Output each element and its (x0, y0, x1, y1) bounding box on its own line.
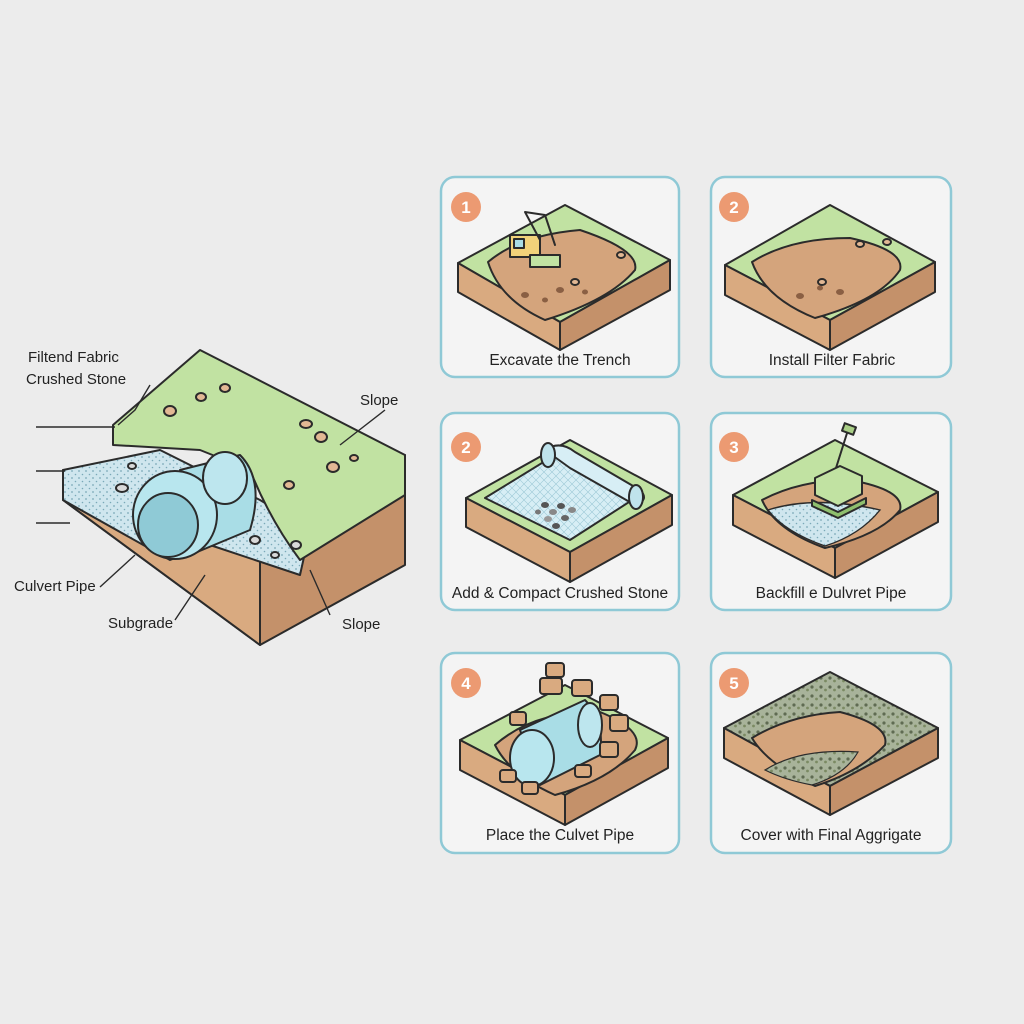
step-number: 5 (729, 674, 738, 693)
step-card-3: 2 Add & Compact Crushed Stone (439, 411, 681, 612)
step-caption: Excavate the Trench (489, 352, 630, 369)
excavator-icon (509, 211, 561, 268)
label-subgrade: Subgrade (108, 615, 173, 632)
crushed-stone-pile (535, 502, 576, 529)
fabric-roll-icon (540, 442, 644, 510)
step-number: 1 (461, 198, 470, 217)
step-badge (451, 192, 481, 222)
trench-illustration (465, 439, 673, 583)
step-card-2: 2 Install Filter Fabric (709, 175, 953, 379)
step-number: 4 (461, 674, 471, 693)
step-badge (719, 668, 749, 698)
step-badge (451, 668, 481, 698)
step-number: 3 (729, 438, 738, 457)
plate-compactor-icon (811, 422, 867, 519)
step-card-5: 4 Place the Culvet Pipe (439, 651, 681, 855)
label-culvert-pipe: Culvert Pipe (14, 578, 96, 595)
step-number: 2 (461, 438, 470, 457)
label-crushed-stone: Crushed Stone (26, 371, 126, 388)
step-number: 2 (729, 198, 738, 217)
trench-illustration (723, 671, 939, 816)
step-card-6: 5 Cover with Final Aggrigate (709, 651, 953, 855)
rocks (115, 383, 359, 559)
rocks (499, 662, 629, 795)
step-caption: Place the Culvet Pipe (486, 827, 634, 844)
culvert-pipe-icon (509, 699, 603, 787)
label-filter-fabric: Filtend Fabric (28, 349, 119, 366)
leader-lines (36, 384, 386, 621)
label-slope-top: Slope (360, 392, 398, 409)
step-badge (451, 432, 481, 462)
step-card-4: 3 Backfill e Dulvret Pipe (709, 411, 953, 612)
step-caption: Add & Compact Crushed Stone (452, 585, 668, 602)
overview-cross-section: Filtend Fabric Crushed Stone Slope Culve… (14, 349, 406, 646)
step-badge (719, 432, 749, 462)
step-caption: Backfill e Dulvret Pipe (756, 585, 907, 602)
step-card-1: 1 Excavate the Trench (439, 175, 681, 379)
step-caption: Install Filter Fabric (769, 352, 896, 369)
step-caption: Cover with Final Aggrigate (741, 827, 922, 844)
culvert-pipe (132, 451, 257, 560)
step-badge (719, 192, 749, 222)
trench-illustration (724, 204, 936, 351)
label-slope-bottom: Slope (342, 616, 380, 633)
